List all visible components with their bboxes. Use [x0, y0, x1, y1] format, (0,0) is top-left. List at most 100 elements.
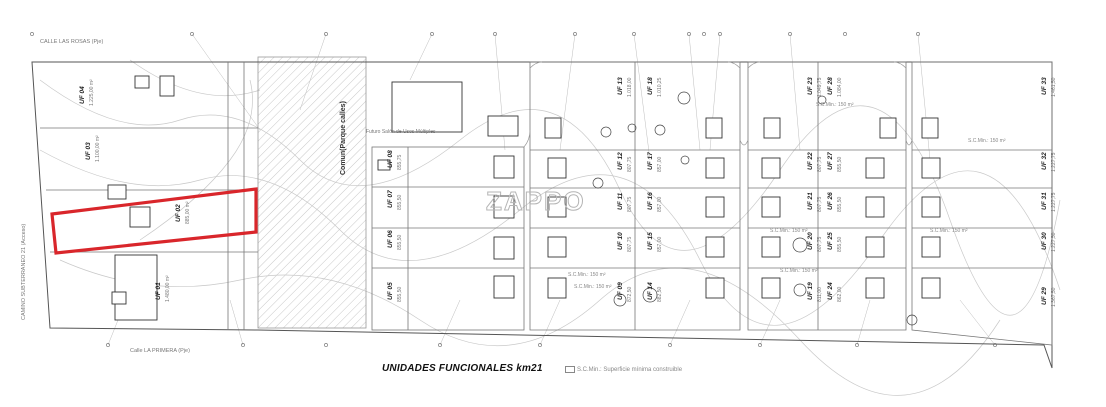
street-south-label: Calle LA PRIMERA (Pje) [130, 348, 190, 354]
survey-markers [30, 32, 997, 347]
unit-label: UF 05 [387, 282, 394, 300]
survey-marker [493, 32, 497, 36]
unit-label: UF 30 [1041, 232, 1048, 250]
survey-marker [538, 343, 542, 347]
leader-lines [107, 33, 996, 346]
unit-area: 882,50 [657, 286, 663, 302]
unit-label: UF 18 [647, 77, 654, 95]
unit-area: 855,50 [837, 196, 843, 212]
unit-label: UF 07 [387, 190, 394, 208]
lot-note: S.C.Min.: 150 m² [930, 228, 968, 234]
lot-note: S.C.Min.: 150 m² [968, 138, 1006, 144]
common-area-sublabel: Futuro Salón de Usos Múltiples [366, 129, 436, 135]
unit-label: UF 22 [807, 152, 814, 170]
unit-label: UF 12 [617, 152, 624, 170]
unit-area: 1.480,00 m² [165, 275, 171, 302]
unit-area: 855,75 [397, 154, 403, 170]
labels: CALLE LAS ROSAS (Pje) Calle LA PRIMERA (… [21, 39, 584, 354]
survey-marker [30, 32, 34, 36]
unit-label: UF 11 [617, 192, 624, 210]
survey-marker [573, 32, 577, 36]
unit-label: UF 03 [85, 142, 92, 160]
lot-note: S.C.Min.: 150 m² [780, 268, 818, 274]
lot-note: S.C.Min.: 150 m² [568, 272, 606, 278]
unit-label: UF 23 [807, 77, 814, 95]
unit-label: UF 01 [155, 282, 162, 300]
highlighted-lot-outline [50, 187, 258, 255]
unit-area: 857,00 [657, 156, 663, 172]
survey-marker [916, 32, 920, 36]
survey-marker [438, 343, 442, 347]
legend-text: S.C.Min.: Superficie mínima construible [577, 367, 683, 374]
unit-label: UF 02 [175, 204, 182, 222]
unit-label: UF 27 [827, 152, 834, 170]
survey-marker [758, 343, 762, 347]
unit-label: UF 31 [1041, 192, 1048, 210]
unit-label: UF 04 [79, 86, 86, 104]
unit-label: UF 28 [827, 77, 834, 95]
survey-marker [843, 32, 847, 36]
unit-label: UF 26 [827, 192, 834, 210]
unit-label: UF 09 [617, 282, 624, 300]
survey-marker [702, 32, 706, 36]
plan-caption: UNIDADES FUNCIONALES km21 [382, 363, 543, 374]
survey-marker [788, 32, 792, 36]
unit-area: 807,75 [817, 236, 823, 252]
unit-label: UF 10 [617, 232, 624, 250]
unit-area: 855,50 [837, 156, 843, 172]
unit-area: 807,75 [817, 196, 823, 212]
unit-label: UF 15 [647, 232, 654, 250]
survey-marker [430, 32, 434, 36]
lot-note: S.C.Min.: 150 m² [574, 284, 612, 290]
unit-area: 857,00 [657, 196, 663, 212]
survey-marker [668, 343, 672, 347]
unit-area: 855,50 [397, 234, 403, 250]
unit-area: 1.461,50 [1051, 77, 1057, 97]
street-curbs [523, 61, 913, 148]
unit-label: UF 19 [807, 282, 814, 300]
house-footprints [107, 75, 941, 321]
unit-area: 857,00 [657, 236, 663, 252]
legend: S.C.Min.: Superficie mínima construible [563, 366, 682, 373]
survey-marker [324, 32, 328, 36]
survey-marker [241, 343, 245, 347]
unit-area: 807,75 [627, 236, 633, 252]
legend-swatch [565, 366, 575, 373]
survey-marker [106, 343, 110, 347]
block-uf05-08 [371, 146, 525, 331]
unit-area: 1.084,00 [837, 77, 843, 97]
block-uf19-28 [747, 61, 907, 331]
survey-marker [324, 343, 328, 347]
unit-area: 885,00 m² [185, 201, 191, 224]
unit-label: UF 16 [647, 192, 654, 210]
survey-marker [718, 32, 722, 36]
unit-area: 1.227,75 [1051, 152, 1057, 172]
unit-area: 855,50 [837, 236, 843, 252]
unit-area: 1.225,00 m² [89, 79, 95, 106]
survey-marker [993, 343, 997, 347]
street-north-label: CALLE LAS ROSAS (Pje) [40, 39, 103, 45]
block-uf09-18 [529, 61, 741, 331]
lot-note: S.C.Min.: 150 m² [816, 102, 854, 108]
unit-area: 1.018,00 [627, 77, 633, 97]
unit-area: 862,00 [837, 286, 843, 302]
trees [592, 91, 918, 326]
unit-area: 1.010,25 [657, 77, 663, 97]
unit-area: 1.227,75 [1051, 192, 1057, 212]
unit-label: UF 14 [647, 282, 654, 300]
unit-area: 807,75 [627, 156, 633, 172]
unit-area: 855,50 [397, 286, 403, 302]
street-west-label: CAMINO SUBTERRANEO 21 (Acceso) [21, 224, 27, 320]
survey-marker [632, 32, 636, 36]
unit-area: 1.227,50 [1051, 232, 1057, 252]
unit-label: UF 20 [807, 232, 814, 250]
common-area-hatch [257, 56, 367, 329]
survey-marker [190, 32, 194, 36]
common-area-label: Comun(Parque calles) [340, 101, 347, 175]
unit-area: 811,00 [817, 287, 823, 302]
west-lots [40, 62, 258, 330]
unit-label: UF 08 [387, 150, 394, 168]
unit-label: UF 06 [387, 230, 394, 248]
